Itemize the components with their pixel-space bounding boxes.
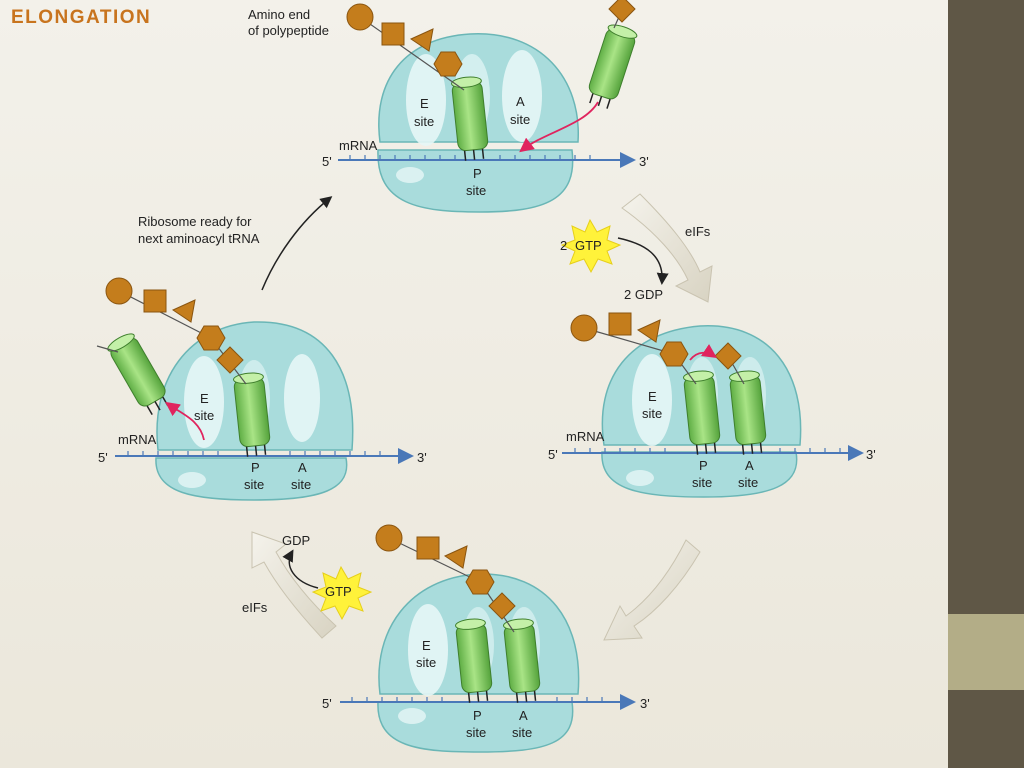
red-arrow-top <box>519 101 599 153</box>
label-mrna-right: mRNA <box>566 429 605 444</box>
label-a-site-bottom: site <box>512 725 532 740</box>
label-p-bottom: P <box>473 708 482 723</box>
label-3prime-bottom: 3' <box>640 696 650 711</box>
cycle-arrow-top-right <box>621 193 713 303</box>
mrna-ticks-bottom <box>351 697 603 702</box>
label-of-polypeptide: of polypeptide <box>248 23 329 38</box>
label-5prime-bottom: 5' <box>322 696 332 711</box>
gtp-starburst-left <box>311 565 373 621</box>
label-5prime-right: 5' <box>548 447 558 462</box>
label-p-right: P <box>699 458 708 473</box>
label-e-site-top: site <box>414 114 434 129</box>
label-mrna-top: mRNA <box>339 138 378 153</box>
label-2: 2 <box>560 238 567 253</box>
polypeptide-left <box>96 277 247 385</box>
ribosome-left <box>155 321 354 501</box>
label-p-site-top: site <box>466 183 486 198</box>
label-e-top: E <box>420 96 429 111</box>
label-gdp: GDP <box>282 533 310 548</box>
gtp-starburst-right <box>560 218 622 274</box>
cycle-arrow-bottom-left <box>251 531 337 639</box>
mrna-ticks-right <box>574 448 841 453</box>
label-p-site-left: site <box>244 477 264 492</box>
label-a-bottom: A <box>519 708 528 723</box>
label-p-site-bottom: site <box>466 725 486 740</box>
label-eifs-right: eIFs <box>685 224 711 239</box>
label-e-left: E <box>200 391 209 406</box>
red-arrow-right <box>689 344 717 361</box>
label-a-right: A <box>745 458 754 473</box>
label-a-site-right: site <box>738 475 758 490</box>
label-3prime-left: 3' <box>417 450 427 465</box>
label-a-top: A <box>516 94 525 109</box>
label-e-site-right: site <box>642 406 662 421</box>
slide-title: ELONGATION <box>11 7 152 28</box>
label-e-site-left: site <box>194 408 214 423</box>
label-amino-end: Amino end <box>248 7 310 22</box>
mrna-ticks-left <box>127 451 381 456</box>
ribosome-top <box>377 33 579 213</box>
label-2-gdp: 2 GDP <box>624 287 663 302</box>
arrow-gtp-to-gdp-left <box>282 549 319 589</box>
label-p-left: P <box>251 460 260 475</box>
label-5prime-top: 5' <box>322 154 332 169</box>
label-a-site-left: site <box>291 477 311 492</box>
mrna-ticks-top <box>349 155 591 160</box>
label-gtp-right: GTP <box>575 238 602 253</box>
label-mrna-left: mRNA <box>118 432 157 447</box>
label-a-site-top: site <box>510 112 530 127</box>
label-ribosome-ready: Ribosome ready for <box>138 214 252 229</box>
elongation-diagram: Amino end of polypeptide E site A site m… <box>96 0 876 753</box>
polypeptide-top <box>346 0 636 91</box>
label-gtp-left: GTP <box>325 584 352 599</box>
label-a-left: A <box>298 460 307 475</box>
label-e-right: E <box>648 389 657 404</box>
label-3prime-right: 3' <box>866 447 876 462</box>
label-e-site-bottom: site <box>416 655 436 670</box>
label-eifs-left: eIFs <box>242 600 268 615</box>
label-3prime-top: 3' <box>639 154 649 169</box>
arrow-left-to-top <box>261 196 333 291</box>
arrow-gtp-to-gdp-right <box>617 237 669 285</box>
label-p-top: P <box>473 166 482 181</box>
polypeptide-right <box>570 312 745 385</box>
label-next-aminoacyl-trna: next aminoacyl tRNA <box>138 231 260 246</box>
label-p-site-right: site <box>692 475 712 490</box>
trna-incoming <box>583 21 640 112</box>
sidebar-accent-block <box>948 614 1024 690</box>
red-arrow-left <box>165 401 205 441</box>
polypeptide-bottom <box>375 524 516 633</box>
label-5prime-left: 5' <box>98 450 108 465</box>
label-e-bottom: E <box>422 638 431 653</box>
cycle-arrow-right-bottom <box>603 539 701 641</box>
